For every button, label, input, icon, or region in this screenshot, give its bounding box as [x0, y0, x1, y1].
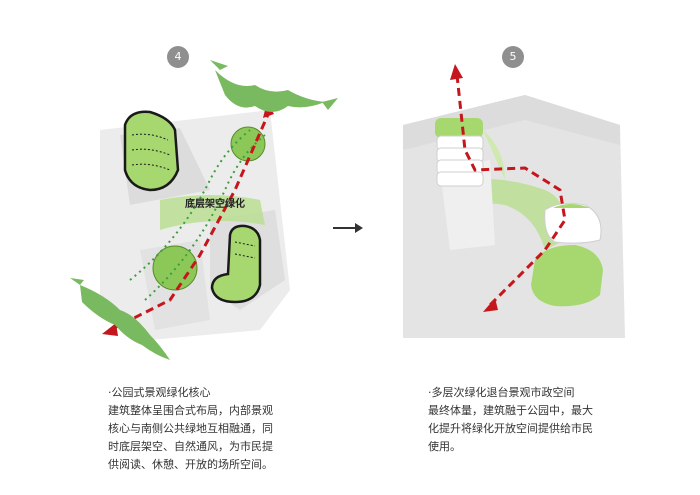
- left-diagram-panel: 4: [60, 40, 350, 370]
- canopy-bottom-left: [70, 278, 170, 360]
- right-diagram-illustration: [403, 64, 625, 338]
- tower-left: [435, 118, 505, 250]
- building-right: [531, 202, 603, 307]
- left-caption-line: 供阅读、休憩、开放的场所空间。: [108, 458, 273, 471]
- left-caption-title: ·公园式景观绿化核心: [108, 386, 211, 399]
- step-badge-5: 5: [502, 46, 524, 68]
- right-caption-line: 使用。: [428, 440, 461, 453]
- right-diagram-panel: 5: [395, 40, 635, 340]
- canopy-top-right: [210, 60, 338, 112]
- left-caption: ·公园式景观绿化核心 建筑整体呈围合式布局，内部景观 核心与南侧公共绿地互相融通…: [108, 384, 338, 474]
- left-caption-line: 建筑整体呈围合式布局，内部景观: [108, 404, 273, 417]
- transition-arrow-icon: [333, 223, 363, 233]
- inner-label-ground-greening: 底层架空绿化: [185, 199, 245, 210]
- building-top-left: [123, 110, 180, 192]
- left-caption-line: 核心与南侧公共绿地互相融通，同: [108, 422, 273, 435]
- building-bottom-right: [210, 224, 262, 304]
- right-caption: ·多层次绿化退台景观市政空间 最终体量，建筑融于公园中，最大 化提升将绿化开放空…: [428, 384, 658, 456]
- left-caption-line: 时底层架空、自然通风，为市民提: [108, 440, 273, 453]
- right-caption-line: 化提升将绿化开放空间提供给市民: [428, 422, 593, 435]
- right-caption-title: ·多层次绿化退台景观市政空间: [428, 386, 575, 399]
- left-diagram-illustration: [70, 60, 338, 360]
- step-badge-4: 4: [167, 46, 189, 68]
- green-node-top: [230, 126, 266, 162]
- right-caption-line: 最终体量，建筑融于公园中，最大: [428, 404, 593, 417]
